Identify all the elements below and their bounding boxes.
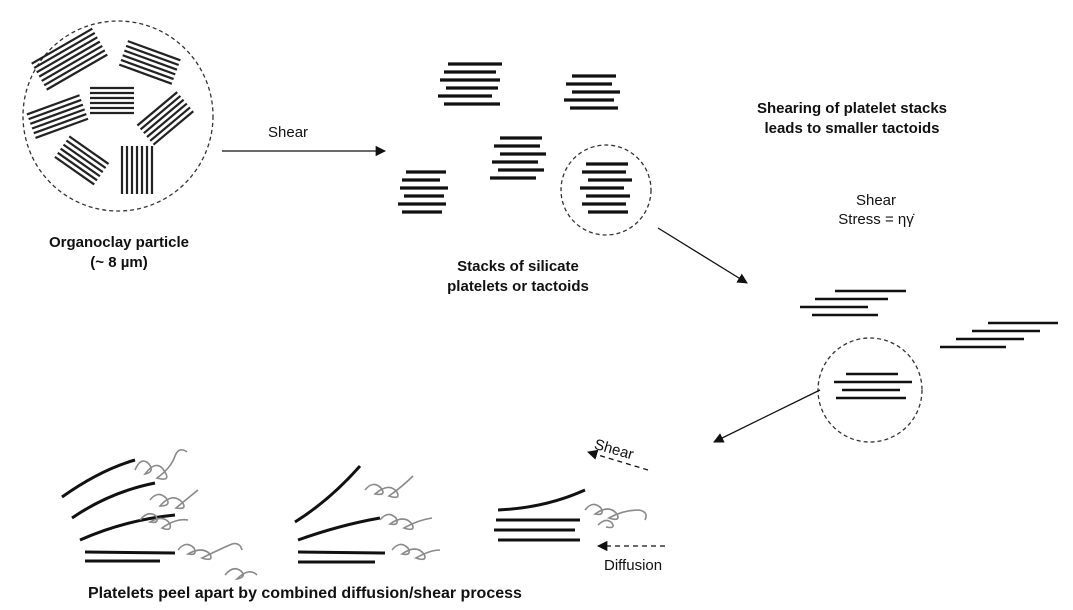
tactoid-stack (398, 172, 448, 212)
small-tactoid (940, 323, 1058, 347)
shear-arrow-3 (714, 390, 820, 442)
exfoliation-stage-full (62, 450, 257, 579)
bottom-caption: Platelets peel apart by combined diffusi… (88, 585, 522, 603)
organoclay-particle (23, 21, 213, 211)
shear-stress-line1: Shear (816, 192, 936, 209)
shear-arrow-label: Shear (268, 124, 308, 141)
tactoid-stacks (398, 64, 632, 212)
tactoid-stack (490, 138, 546, 178)
exfoliation-stage-initial (494, 490, 646, 540)
tactoid-stack (564, 76, 620, 108)
stacks-label-line2: platelets or tactoids (418, 278, 618, 295)
shear-stress-label: Shear Stress = ηγ̇ (816, 192, 936, 228)
organoclay-label-line2: (~ 8 µm) (34, 254, 204, 271)
shear-arrow-2 (658, 228, 747, 283)
tactoid-stack (580, 164, 632, 212)
shearing-description: Shearing of platelet stacks leads to sma… (712, 100, 992, 137)
shearing-description-line2: leads to smaller tactoids (712, 120, 992, 137)
shear-stress-line2: Stress = ηγ̇ (816, 211, 936, 228)
tactoid-stack (438, 64, 502, 104)
diffusion-label: Diffusion (604, 557, 662, 574)
stacks-label-line1: Stacks of silicate (418, 258, 618, 275)
shearing-description-line1: Shearing of platelet stacks (712, 100, 992, 117)
tactoid-highlight-circle (561, 145, 651, 235)
exfoliation-stage-partial (295, 466, 440, 562)
small-tactoids (800, 291, 1058, 398)
stacks-label: Stacks of silicate platelets or tactoids (418, 258, 618, 295)
small-tactoid (834, 374, 912, 398)
organoclay-label-line1: Organoclay particle (34, 234, 204, 251)
small-tactoid (800, 291, 906, 315)
organoclay-label: Organoclay particle (~ 8 µm) (34, 234, 204, 271)
